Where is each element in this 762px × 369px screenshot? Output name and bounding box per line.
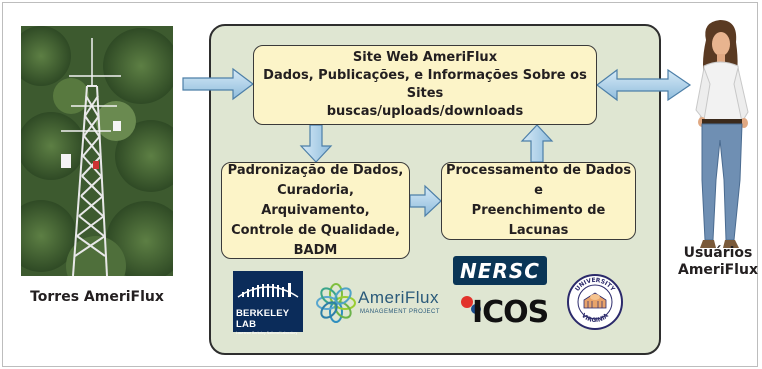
arrow-towers-to-website xyxy=(182,67,254,101)
nersc-logo-name: NERSC xyxy=(460,259,540,283)
processing-line1: Processamento de Dados e xyxy=(445,163,632,198)
arrow-website-to-standardization xyxy=(299,124,333,163)
standardization-line3: Controle de Qualidade, xyxy=(231,222,400,238)
berkeley-lab-subtitle: Lawrence Berkeley National Laboratory xyxy=(236,331,298,335)
standardization-line1: Padronização de Dados, xyxy=(227,162,404,178)
processing-box: Processamento de Dados e Preenchimento d… xyxy=(441,162,636,240)
berkeley-lab-mark-icon xyxy=(237,283,299,298)
standardization-box: Padronização de Dados, Curadoria, Arquiv… xyxy=(221,162,410,259)
website-box-line2: Dados, Publicações, e Informações Sobre … xyxy=(263,68,587,101)
users-caption: Usuários AmeriFlux xyxy=(678,245,758,279)
ameriflux-logo-name: AmeriFlux xyxy=(358,288,440,307)
ameriflux-flower-icon xyxy=(316,283,356,323)
university-of-virginia-seal: UNIVERSITY VIRGINIA xyxy=(567,274,623,330)
website-box-line3: buscas/uploads/downloads xyxy=(326,104,524,119)
website-box-title: Site Web AmeriFlux xyxy=(352,50,498,65)
standardization-line4: BADM xyxy=(293,242,338,258)
processing-line2: Preenchimento de Lacunas xyxy=(471,203,606,238)
arrow-processing-to-website xyxy=(520,124,554,163)
icos-dots-icon xyxy=(461,296,481,314)
arrow-standardization-to-processing xyxy=(409,184,442,218)
nersc-logo: NERSC xyxy=(453,256,547,285)
standardization-line2: Curadoria, Arquivamento, xyxy=(261,182,370,218)
users-caption-line2: AmeriFlux xyxy=(678,262,758,278)
berkeley-lab-name: BERKELEY LAB xyxy=(236,308,290,330)
icos-logo: ICOS xyxy=(460,292,550,332)
berkeley-lab-logo: BERKELEY LAB Lawrence Berkeley National … xyxy=(233,271,303,335)
tower-photo xyxy=(21,26,173,276)
virginia-seal-bottom-text: VIRGINIA xyxy=(580,312,610,324)
svg-text:VIRGINIA: VIRGINIA xyxy=(580,312,610,324)
ameriflux-logo-subtitle: MANAGEMENT PROJECT xyxy=(360,309,440,315)
website-box: Site Web AmeriFlux Dados, Publicações, e… xyxy=(253,45,597,125)
virginia-seal-icon: UNIVERSITY VIRGINIA xyxy=(567,274,623,330)
arrow-website-users xyxy=(596,68,692,102)
woman-user-icon xyxy=(695,20,749,248)
ameriflux-logo: AmeriFlux MANAGEMENT PROJECT xyxy=(316,282,448,326)
towers-caption: Torres AmeriFlux xyxy=(30,289,164,305)
icos-logo-name: ICOS xyxy=(472,295,549,330)
users-caption-line1: Usuários xyxy=(683,245,753,261)
